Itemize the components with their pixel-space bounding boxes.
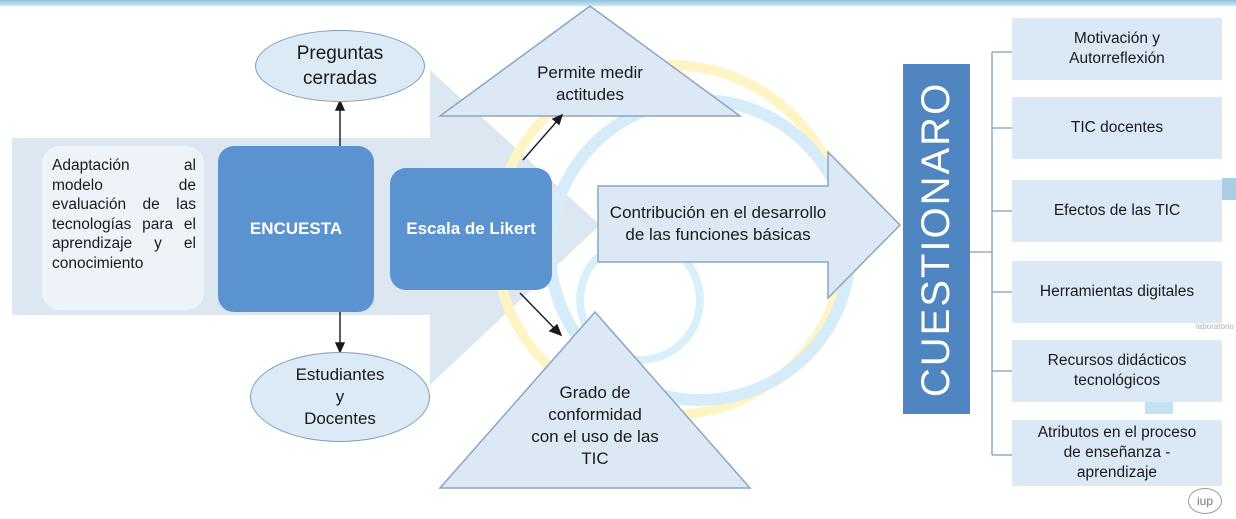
- watermark-text: laboratorio: [1196, 322, 1234, 331]
- contribucion-line-2: de las funciones básicas: [625, 225, 811, 244]
- permite-text: Permite medir actitudes: [500, 62, 680, 106]
- contribucion-arrow: [597, 150, 902, 300]
- item-atributos-line-2: de enseñanza -: [1063, 444, 1171, 461]
- item-recursos-line-1: Recursos didácticos: [1047, 352, 1187, 369]
- arrowhead-grado: [548, 323, 563, 337]
- permite-line-1: Permite medir: [537, 63, 643, 82]
- cuestionario-box: CUESTIONARO: [903, 64, 970, 414]
- arrow-to-permite: [522, 119, 559, 161]
- adaptation-box: Adaptación al modelo de evaluación de la…: [42, 146, 204, 310]
- arrowhead-preguntas: [334, 99, 346, 111]
- triangle-grado: [438, 310, 752, 489]
- item-efectos-label: Efectos de las TIC: [1053, 202, 1181, 219]
- grado-text: Grado de conformidad con el uso de las T…: [505, 382, 685, 470]
- triangle-permite: [437, 5, 743, 117]
- item-recursos: Recursos didácticos tecnológicos: [1012, 340, 1222, 402]
- permite-line-2: actitudes: [555, 85, 625, 104]
- item-tic-docentes: TIC docentes: [1012, 97, 1222, 159]
- iup-logo-text: iup: [1196, 494, 1213, 508]
- item-herramientas-label: Herramientas digitales: [1039, 283, 1195, 300]
- estudiantes-line-3: Docentes: [304, 409, 376, 428]
- item-atributos-line-3: aprendizaje: [1076, 464, 1158, 481]
- item-atributos: Atributos en el proceso de enseñanza - a…: [1012, 420, 1222, 486]
- grado-line-1: Grado de: [559, 383, 631, 402]
- estudiantes-line-1: Estudiantes: [295, 365, 385, 384]
- preguntas-line-1: Preguntas: [296, 43, 384, 64]
- encuesta-box: ENCUESTA: [218, 146, 374, 312]
- contribucion-line-1: Contribución en el desarrollo: [609, 203, 827, 222]
- estudiantes-ellipse: Estudiantes y Docentes: [250, 352, 430, 442]
- grado-line-3: con el uso de las: [531, 427, 659, 446]
- contribucion-text: Contribución en el desarrollo de las fun…: [600, 202, 836, 246]
- encuesta-label: ENCUESTA: [249, 219, 343, 238]
- adaptation-text: Adaptación al modelo de evaluación de la…: [52, 157, 196, 272]
- grado-line-4: TIC: [581, 449, 609, 468]
- escala-likert-box: Escala de Likert: [390, 168, 552, 290]
- arrowhead-permite: [551, 113, 564, 126]
- item-tic-docentes-label: TIC docentes: [1070, 119, 1164, 136]
- item-motivacion-line-1: Motivación y: [1073, 30, 1161, 47]
- item-atributos-line-1: Atributos en el proceso: [1037, 424, 1197, 441]
- item-motivacion-line-2: Autorreflexión: [1069, 50, 1165, 67]
- grado-line-2: conformidad: [548, 405, 642, 424]
- arrow-to-grado: [519, 292, 557, 331]
- preguntas-line-2: cerradas: [303, 68, 377, 89]
- item-motivacion: Motivación y Autorreflexión: [1012, 18, 1222, 80]
- side-decoration-2: [1145, 400, 1173, 414]
- escala-likert-label: Escala de Likert: [406, 219, 536, 238]
- estudiantes-line-2: y: [335, 387, 345, 406]
- iup-logo: iup: [1188, 488, 1222, 514]
- item-efectos: Efectos de las TIC: [1012, 180, 1222, 242]
- item-recursos-line-2: tecnológicos: [1073, 372, 1161, 389]
- top-border-bar: [0, 0, 1236, 6]
- arrowhead-estudiantes: [334, 342, 346, 354]
- cuestionario-label: CUESTIONARO: [914, 81, 959, 397]
- side-decoration-1: [1222, 178, 1236, 200]
- preguntas-ellipse: Preguntas cerradas: [255, 30, 425, 102]
- item-herramientas: Herramientas digitales: [1012, 261, 1222, 323]
